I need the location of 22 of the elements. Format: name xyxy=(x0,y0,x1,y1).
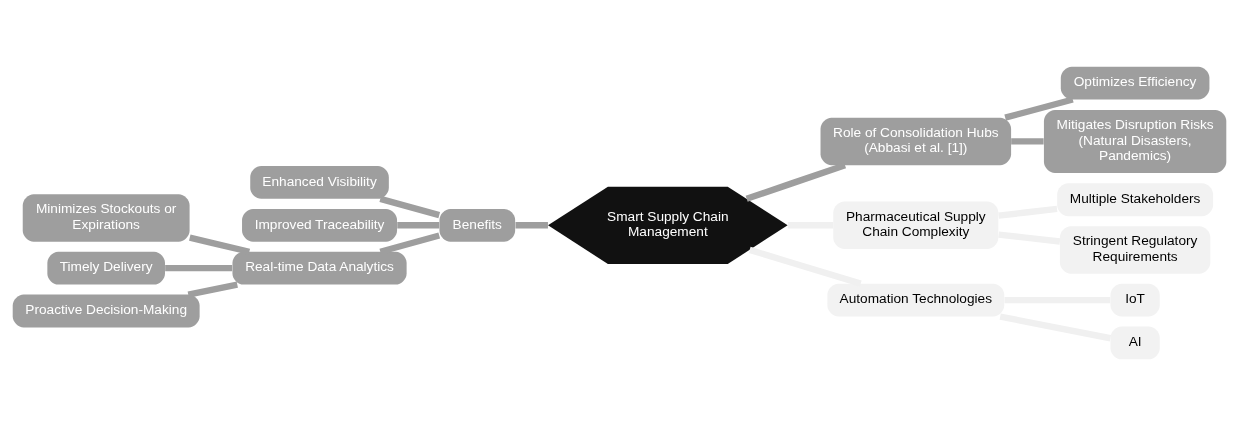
connector xyxy=(745,162,847,202)
node-box: Proactive Decision-Making xyxy=(12,294,200,328)
connector xyxy=(787,222,834,229)
node-box: Role of Consolidation Hubs (Abbasi et al. [1]) xyxy=(820,117,1012,166)
node-box: Optimizes Efficiency xyxy=(1060,66,1210,100)
connector xyxy=(397,222,440,229)
node-box: Enhanced Visibility xyxy=(250,166,389,199)
connector xyxy=(379,195,441,219)
node-box: Real-time Data Analytics xyxy=(232,251,407,285)
node-box: Benefits xyxy=(439,208,516,242)
node-box: Improved Traceability xyxy=(242,208,398,242)
node-box: Timely Delivery xyxy=(47,251,165,285)
connector xyxy=(748,246,862,287)
node-box: Mitigates Disruption Risks (Natural Disasters, Pandemics) xyxy=(1043,109,1227,173)
connector xyxy=(379,232,441,255)
connector xyxy=(189,234,251,255)
node-box: Minimizes Stockouts or Expirations xyxy=(22,194,190,242)
connector xyxy=(187,281,238,298)
connector xyxy=(1004,96,1074,121)
connector xyxy=(165,265,233,272)
connector xyxy=(1011,138,1044,145)
connector xyxy=(515,222,548,229)
